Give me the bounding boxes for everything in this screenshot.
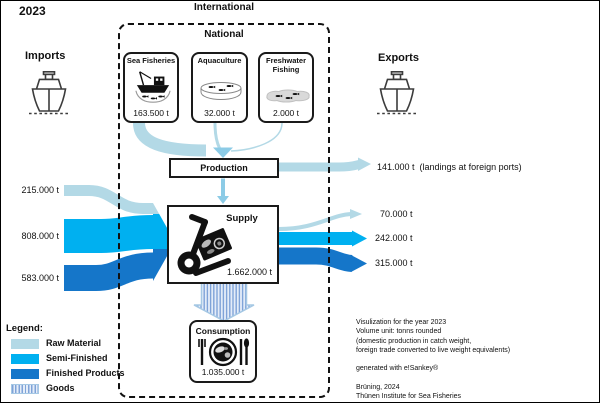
legend-label-raw-material: Raw Material [46,338,102,348]
flow-sea-fisheries-to-production [133,122,207,157]
flow-production-entry-arrowhead [213,147,233,158]
footer-line: Brüning, 2024 [356,384,400,392]
exports-label: Exports [378,52,419,64]
national-label: National [204,29,244,40]
footer-line: foreign trade converted to live weight e… [356,346,511,354]
import-raw-value: 215.000 t [21,185,59,195]
footer-line [356,355,510,364]
fishing-trawler-icon [135,71,171,103]
production-label: Production [200,163,248,173]
flow-export-finished-products [279,247,367,272]
footer-line: Thünen Institute for Sea Fisheries [356,393,462,401]
year-label: 2023 [19,4,46,18]
footer-line [356,374,510,383]
aquaculture-basin-icon [200,82,242,101]
freshwater-fishing-title: Freshwater Fishing [265,56,307,74]
flow-import-semi-finished [64,215,154,253]
flow-import-finished-products [64,252,154,291]
footer-line: generated with e!Sankey® [356,365,439,373]
legend-title: Legend: [6,323,43,334]
export-landings-value: 141.000 t (landings at foreign ports) [377,161,522,172]
legend-label-semi-finished: Semi-Finished [46,353,108,363]
consumption-box: Consumption 1.035.000 t [189,320,257,383]
international-label: International [193,2,254,13]
flow-export-semi-finished [279,230,367,247]
aquaculture-title: Aquaculture [197,56,242,65]
legend-swatch-semi-finished [11,354,39,364]
flow-export-raw-material [278,209,362,231]
flow-aquaculture-to-production [213,122,221,149]
export-raw-value: 70.000 t [380,208,413,219]
legend-swatch-finished-products [11,369,39,379]
import-finished-value: 583.000 t [21,272,59,283]
freshwater-fishing-box: Freshwater Fishing 2.000 t [258,52,314,123]
freshwater-pond-icon [266,89,310,103]
consumption-value: 1.035.000 t [201,367,245,377]
footer-line: Volume unit: tonns rounded [356,328,442,336]
export-semi-value: 242.000 t [375,233,413,243]
footer-notes: Visulization for the year 2023 Volume un… [356,318,510,402]
export-finished-value: 315.000 t [375,258,413,268]
production-box: Production [169,158,279,178]
legend-label-goods: Goods [46,383,75,393]
imports-label: Imports [25,50,66,62]
sea-fisheries-title: Sea Fisheries [126,56,176,65]
exports-ship-icon [375,71,419,119]
legend-swatch-raw-material [11,339,39,349]
freshwater-fishing-value: 2.000 t [273,108,299,118]
sea-fisheries-box: Sea Fisheries 163.500 t [123,52,179,123]
supply-box: Supply 1.662.000 t [167,205,279,284]
consumption-label: Consumption [195,326,251,336]
plate-cutlery-icon [198,337,250,367]
supply-label: Supply [226,213,258,224]
flow-freshwater-to-production [230,122,283,152]
aquaculture-box: Aquaculture 32.000 t [191,52,248,123]
hand-truck-icon [177,214,232,276]
flow-import-merge-arrowhead [153,203,175,281]
flow-import-raw-material [64,185,153,214]
footer-line: Visulization for the year 2023 [356,319,447,326]
footer-line: (domestic production in catch weight, [356,337,472,345]
flow-production-to-supply [217,178,229,204]
supply-value: 1.662.000 t [226,267,272,277]
legend-swatch-goods [11,384,39,394]
import-semi-value: 808.000 t [21,230,59,241]
flow-landings-foreign-ports [279,157,371,172]
sea-fisheries-value: 163.500 t [133,108,169,118]
legend-label-finished-products: Finished Products [46,368,125,378]
imports-ship-icon [27,71,71,119]
flow-supply-to-consumption-goods [193,281,255,322]
aquaculture-value: 32.000 t [204,108,235,118]
